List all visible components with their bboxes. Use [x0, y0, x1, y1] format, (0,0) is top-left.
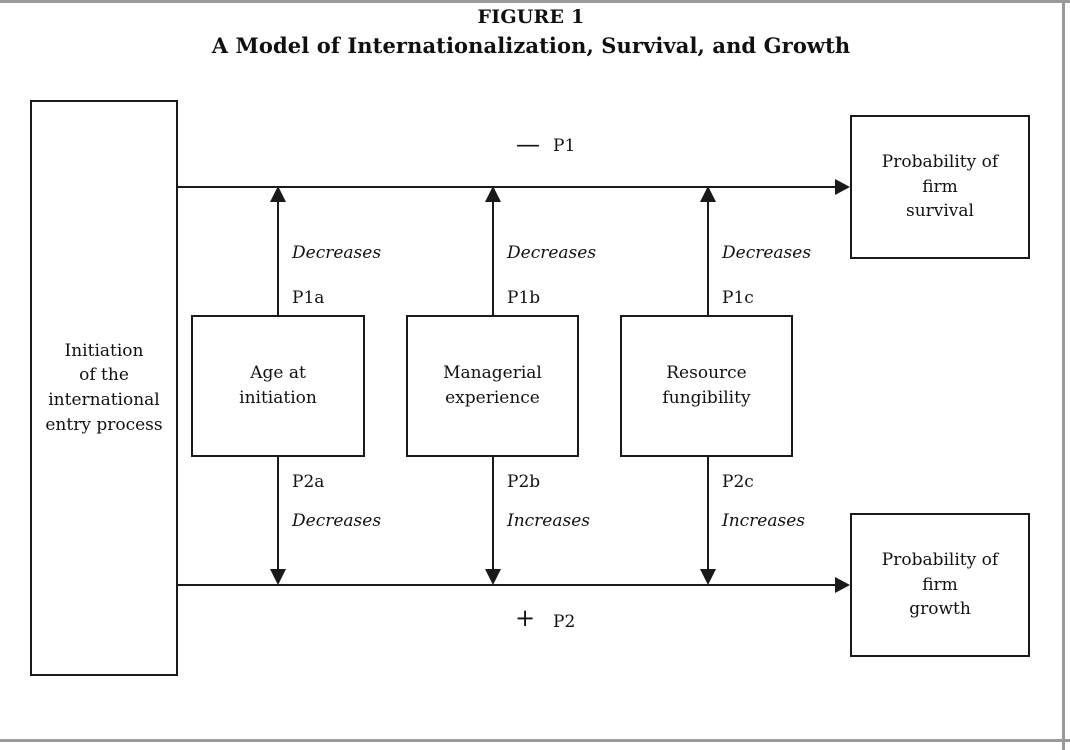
node-age-label: Age at initiation	[239, 363, 317, 408]
node-probability-of-firm-growth: Probability of firm growth	[850, 513, 1030, 657]
edge-effect-p2c: Increases	[722, 511, 806, 531]
edge-p1c-resource-to-survival	[707, 200, 709, 315]
arrowhead-p2-into-growth	[835, 577, 850, 593]
edge-effect-p1a: Decreases	[292, 243, 382, 263]
edge-label-p2: P2	[553, 612, 576, 632]
arrowhead-p2a-down	[270, 569, 286, 585]
node-growth-label: Probability of firm growth	[881, 550, 999, 620]
edge-p2a-age-to-growth	[277, 457, 279, 569]
edge-p1b-managerial-to-survival	[492, 200, 494, 315]
edge-label-p1: P1	[553, 136, 576, 156]
arrowhead-p1-into-survival	[835, 179, 850, 195]
arrowhead-p2b-down	[485, 569, 501, 585]
edge-label-p2a: P2a	[292, 472, 325, 492]
page-rule-right	[1062, 0, 1065, 750]
edge-p2-initiation-to-growth	[177, 584, 835, 586]
sign-p2-positive: +	[515, 604, 536, 632]
edge-p1a-age-to-survival	[277, 200, 279, 315]
node-managerial-experience: Managerial experience	[406, 315, 579, 457]
figure-label: FIGURE 1	[477, 6, 585, 28]
edge-effect-p2b: Increases	[507, 511, 591, 531]
edge-p2c-resource-to-growth	[707, 457, 709, 569]
node-age-at-initiation: Age at initiation	[191, 315, 365, 457]
edge-p1-initiation-to-survival	[177, 186, 835, 188]
node-resource-label: Resource fungibility	[662, 363, 751, 408]
figure-title: A Model of Internationalization, Surviva…	[211, 33, 851, 58]
page-rule-bottom	[0, 739, 1070, 742]
arrowhead-p1c-up	[700, 186, 716, 202]
edge-effect-p1b: Decreases	[507, 243, 597, 263]
page-rule-top	[0, 0, 1070, 3]
arrowhead-p2c-down	[700, 569, 716, 585]
edge-label-p2b: P2b	[507, 472, 541, 492]
node-resource-fungibility: Resource fungibility	[620, 315, 793, 457]
node-probability-of-firm-survival: Probability of firm survival	[850, 115, 1030, 259]
edge-effect-p2a: Decreases	[292, 511, 382, 531]
node-survival-label: Probability of firm survival	[881, 152, 999, 222]
edge-p2b-managerial-to-growth	[492, 457, 494, 569]
node-managerial-label: Managerial experience	[443, 363, 542, 408]
edge-label-p2c: P2c	[722, 472, 754, 492]
edge-label-p1c: P1c	[722, 288, 754, 308]
edge-label-p1a: P1a	[292, 288, 325, 308]
edge-effect-p1c: Decreases	[722, 243, 812, 263]
edge-label-p1b: P1b	[507, 288, 541, 308]
arrowhead-p1a-up	[270, 186, 286, 202]
arrowhead-p1b-up	[485, 186, 501, 202]
node-initiation-of-international-entry-process: Initiation of the international entry pr…	[30, 100, 178, 676]
node-initiation-label: Initiation of the international entry pr…	[45, 340, 163, 435]
sign-p1-negative: —	[516, 130, 540, 158]
